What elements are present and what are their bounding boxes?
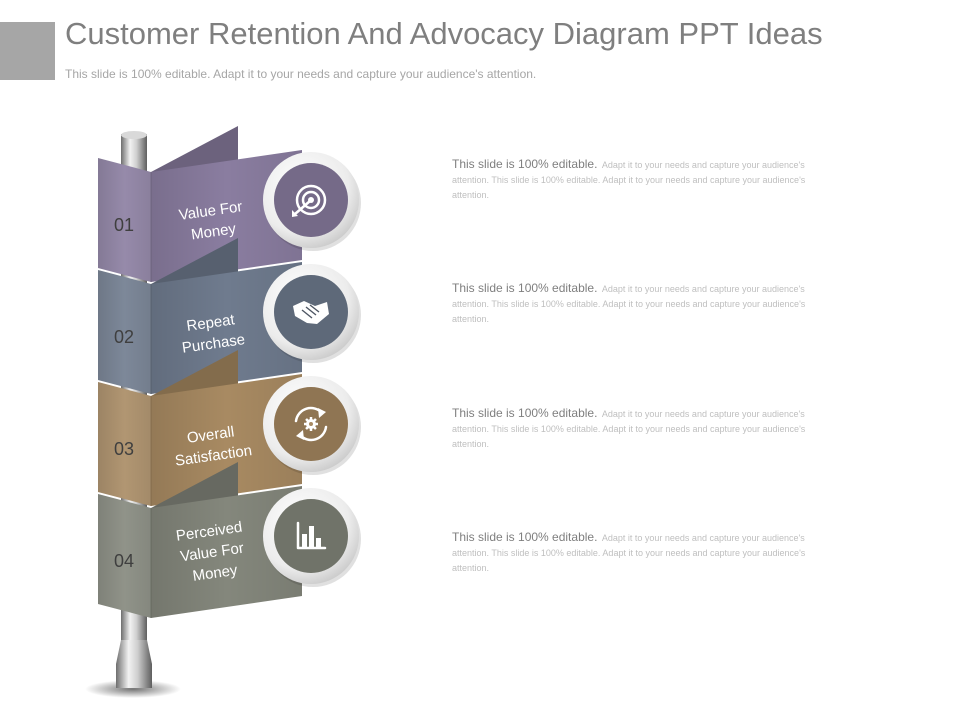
description-heading: This slide is 100% editable.: [452, 157, 598, 171]
description-body: Adapt it to your needs and capture your …: [452, 409, 806, 449]
step-number: 04: [114, 551, 134, 571]
description-body: Adapt it to your needs and capture your …: [452, 533, 806, 573]
page-title: Customer Retention And Advocacy Diagram …: [65, 16, 823, 51]
step-description: This slide is 100% editable. Adapt it to…: [452, 406, 822, 451]
description-heading: This slide is 100% editable.: [452, 281, 598, 295]
step-number: 01: [114, 215, 134, 235]
step-label: Value ForMoney: [178, 198, 247, 245]
pole-base-shadow: [85, 680, 181, 698]
pole-foot: [116, 664, 152, 688]
step-description: This slide is 100% editable. Adapt it to…: [452, 530, 822, 575]
step-label-line: Repeat: [185, 311, 236, 335]
corner-accent-block: [0, 22, 55, 80]
step-number: 02: [114, 327, 134, 347]
refresh-gear-icon: [294, 406, 328, 442]
step-description: This slide is 100% editable. Adapt it to…: [452, 281, 822, 326]
handshake-icon: [293, 301, 329, 324]
step-label-line: Money: [192, 562, 239, 585]
page-subtitle: This slide is 100% editable. Adapt it to…: [65, 67, 537, 81]
description-heading: This slide is 100% editable.: [452, 406, 598, 420]
target-icon: [292, 184, 327, 217]
sign-01: 01 Value ForMoney: [98, 126, 361, 282]
pole-collar: [116, 640, 152, 664]
description-body: Adapt it to your needs and capture your …: [452, 284, 806, 324]
bar-chart-icon: [296, 521, 327, 550]
step-description: This slide is 100% editable. Adapt it to…: [452, 157, 822, 202]
step-label-line: Money: [190, 220, 237, 243]
step-number: 03: [114, 439, 134, 459]
pole-cap: [121, 131, 147, 139]
description-body: Adapt it to your needs and capture your …: [452, 160, 806, 200]
description-heading: This slide is 100% editable.: [452, 530, 598, 544]
step-label-line: Overall: [186, 423, 235, 446]
